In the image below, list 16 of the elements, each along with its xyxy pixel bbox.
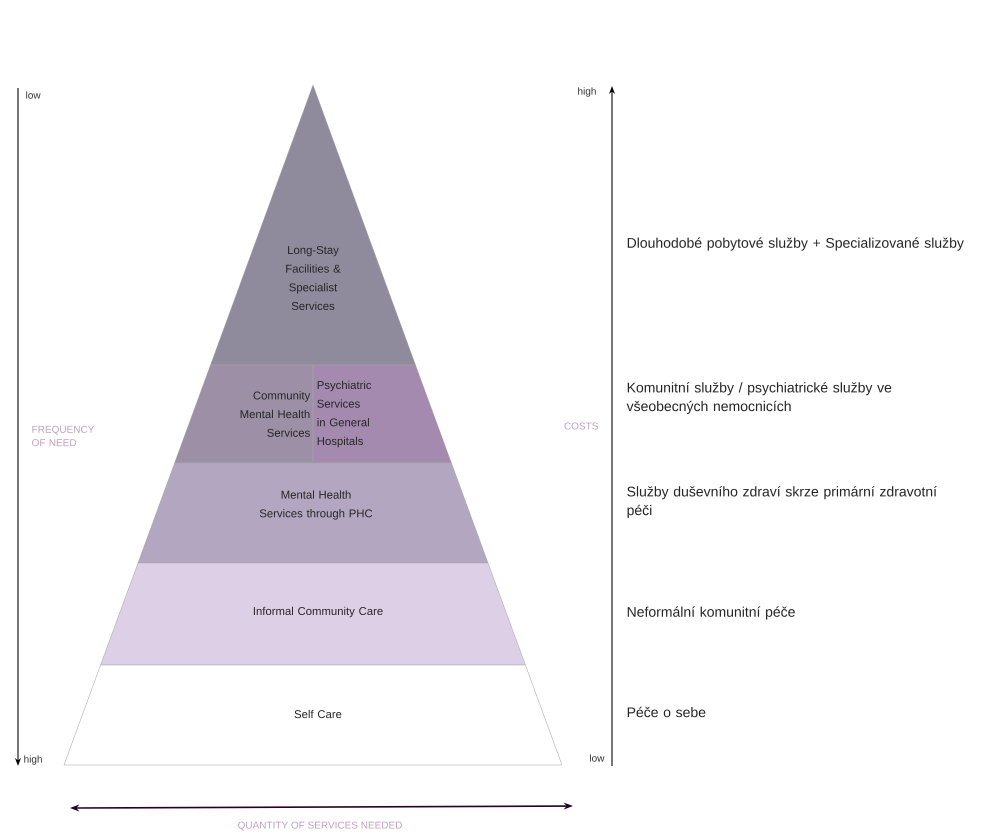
axis-tick-label: low (590, 754, 604, 762)
pyramid-level: Community Mental Health Services (174, 364, 314, 464)
axis-tick-label: low (26, 91, 41, 99)
level-description: Neformální komunitní péče (628, 606, 795, 620)
axis-tick-label: high (578, 87, 596, 97)
level-description: Dlouhodobé pobytové služby + Specializované služby (628, 237, 964, 251)
axis-tick-label: high (24, 755, 42, 765)
pyramid-level: Informal Community Care (100, 562, 526, 666)
level-description: Služby duševního zdraví skrze primární zdravotní péči (627, 486, 937, 518)
pyramid-level: Psychiatric Services in General Hospitals (312, 364, 452, 464)
axis-title: QUANTITY OF SERVICES NEEDED (238, 822, 402, 830)
pyramid-level: Self Care (64, 664, 562, 766)
level-description: Péče o sebe (628, 706, 706, 718)
axis-title: FREQUENCY OF NEED (32, 426, 94, 446)
level-description: Komunitní služby / psychiatrické služby ve všeobecných nemocnicích (626, 382, 892, 414)
axis-title: COSTS (564, 422, 598, 430)
